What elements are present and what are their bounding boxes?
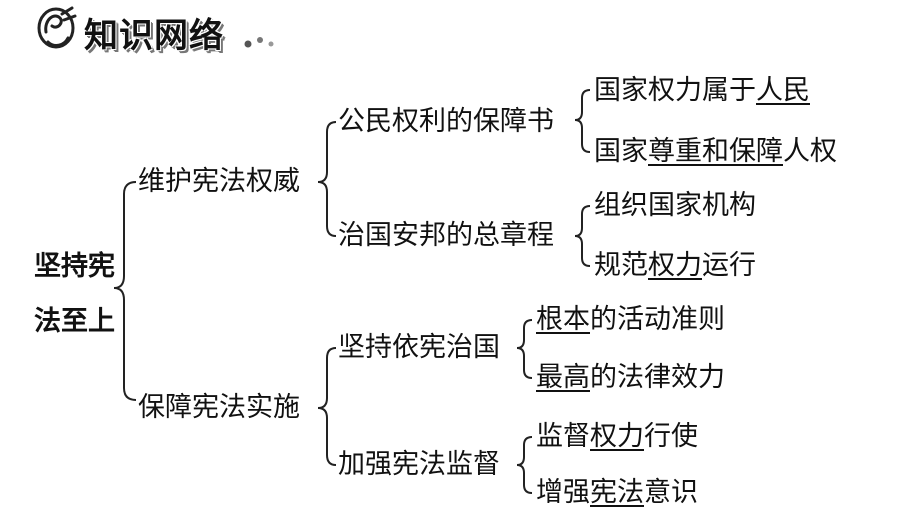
leaf-item: 规范权力运行 <box>594 250 756 281</box>
leaf-item: 组织国家机构 <box>594 190 756 221</box>
leaf-item: 监督权力行使 <box>536 421 698 452</box>
child-label: 公民权利的保障书 <box>338 106 554 137</box>
decorative-dots-icon <box>244 37 274 48</box>
child-label: 加强宪法监督 <box>338 449 500 480</box>
section-title: 知识网络 <box>84 16 224 56</box>
leaf-item: 根本的活动准则 <box>536 304 725 335</box>
root-label-line-2: 法至上 <box>34 306 115 337</box>
underlined-keyword: 最高 <box>536 362 590 393</box>
underlined-keyword: 根本 <box>536 304 590 335</box>
hand-logo-icon <box>37 6 77 49</box>
underlined-keyword: 尊重和保障 <box>648 136 783 167</box>
child-label: 治国安邦的总章程 <box>338 220 554 251</box>
branch-label: 维护宪法权威 <box>138 166 300 197</box>
underlined-keyword: 权力 <box>648 250 702 281</box>
brace-child-2 <box>574 205 591 267</box>
underlined-keyword: 人民 <box>756 75 810 106</box>
leaf-item: 国家权力属于人民 <box>594 75 810 106</box>
leaf-item: 最高的法律效力 <box>536 362 725 393</box>
child-label: 坚持依宪治国 <box>338 332 500 363</box>
brace-child-1 <box>574 89 591 153</box>
leaf-item: 国家尊重和保障人权 <box>594 136 837 167</box>
branch-label: 保障宪法实施 <box>138 392 300 423</box>
brace-branch-2 <box>317 347 337 466</box>
leaf-item: 增强宪法意识 <box>536 477 698 508</box>
brace-root <box>113 181 137 401</box>
brace-child-4 <box>516 436 533 494</box>
root-label-line-1: 坚持宪 <box>34 251 115 282</box>
underlined-keyword: 宪法 <box>590 477 644 508</box>
brace-child-3 <box>516 319 533 379</box>
underlined-keyword: 权力 <box>590 421 644 452</box>
brace-branch-1 <box>317 121 337 237</box>
section-header: 知识网络 <box>34 2 284 56</box>
